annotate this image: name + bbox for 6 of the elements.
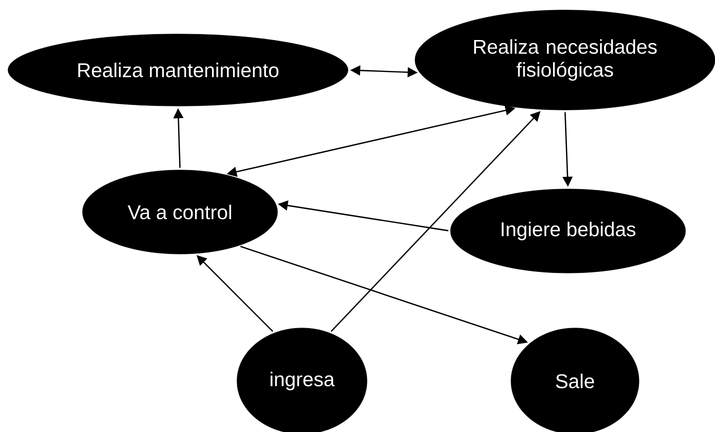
ellipse-node: Va a control: [82, 170, 278, 254]
ellipse-node: Ingiere bebidas: [450, 188, 686, 274]
ellipse-node: Realiza mantenimiento: [8, 34, 348, 106]
arrow: [196, 255, 274, 332]
ellipse-node: Realiza necesidades fisiológicas: [414, 10, 715, 110]
arrow: [330, 111, 540, 332]
